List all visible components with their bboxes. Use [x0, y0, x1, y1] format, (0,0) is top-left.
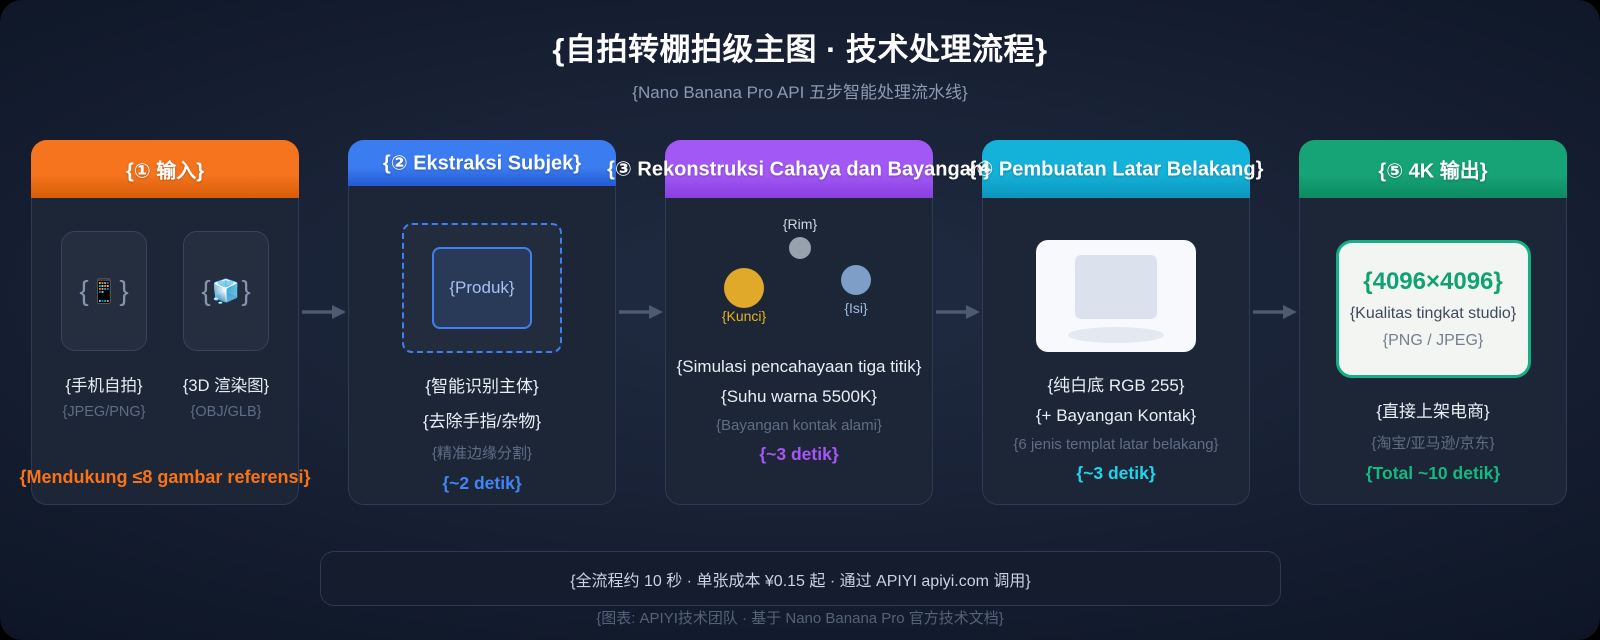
step-card-output: {⑤ 4K 输出} {4096×4096} {Kualitas tingkat …	[1299, 140, 1567, 505]
step-2-header-label: {② Ekstraksi Subjek}	[382, 152, 582, 175]
brace-open: {	[79, 275, 89, 306]
step-3-body: {Rim} {Kunci} {Isi} {Simulasi pencahayaa…	[666, 198, 932, 504]
key-light-label: {Kunci}	[721, 308, 767, 324]
phone-input-label: {手机自拍}	[65, 377, 143, 395]
input-type-phone: { 📱 } {手机自拍} {JPEG/PNG}	[54, 231, 154, 420]
output-formats: {PNG / JPEG}	[1382, 332, 1484, 349]
page-title: {自拍转棚拍级主图 · 技术处理流程}	[552, 32, 1048, 67]
brace-close: }	[241, 275, 251, 306]
page-subtitle: {Nano Banana Pro API 五步智能处理流水线}	[632, 83, 968, 102]
phone-input-formats: {JPEG/PNG}	[62, 404, 146, 420]
flow-arrow	[1250, 140, 1299, 505]
rim-light-circle	[789, 237, 811, 259]
detail-line-muted: {Bayangan kontak alami}	[716, 417, 882, 434]
detail-line-muted: {淘宝/亚马逊/京东}	[1371, 435, 1495, 452]
product-subject-label: {Produk}	[449, 278, 515, 297]
detail-line: {+ Bayangan Kontak}	[1035, 406, 1197, 425]
fill-light-label: {Isi}	[844, 300, 868, 316]
key-light-circle	[724, 268, 764, 308]
step-2-header: {② Ekstraksi Subjek}	[348, 140, 616, 186]
phone-icon: 📱	[89, 277, 119, 304]
reference-limit-note: {Mendukung ≤8 gambar referensi}	[19, 467, 311, 487]
step-5-header: {⑤ 4K 输出}	[1299, 140, 1567, 198]
render-input-formats: {OBJ/GLB}	[190, 404, 262, 420]
phone-input-box: { 📱 }	[61, 231, 147, 351]
detail-line: {直接上架电商}	[1376, 402, 1490, 421]
step-4-details: {纯白底 RGB 255} {+ Bayangan Kontak} {6 jen…	[982, 371, 1250, 494]
product-placeholder-rect	[1075, 255, 1157, 319]
step-card-extraction: {② Ekstraksi Subjek} {Produk} {智能识别主体} {…	[348, 140, 616, 505]
flow-arrow	[616, 140, 665, 505]
step-card-input: {① 输入} { 📱 } {手机自拍} {JPEG/PNG}	[20, 140, 310, 505]
step-2-body: {Produk} {智能识别主体} {去除手指/杂物} {精准边缘分割} {~2…	[349, 186, 615, 504]
step-1-header: {① 输入}	[31, 140, 299, 198]
credit-line: {图表: APIYI技术团队 · 基于 Nano Banana Pro 官方技术…	[596, 610, 1004, 627]
step-4-duration: {~3 detik}	[1076, 463, 1156, 483]
step-5-header-label: {⑤ 4K 输出}	[1378, 160, 1488, 183]
detail-line: {纯白底 RGB 255}	[1047, 376, 1185, 395]
step-4-header: {④ Pembuatan Latar Belakang}	[969, 140, 1263, 198]
flow-arrow-icon	[1252, 305, 1297, 319]
white-background-canvas	[1036, 240, 1196, 352]
detail-line-muted: {精准边缘分割}	[431, 445, 533, 462]
product-subject-box: {Produk}	[432, 247, 532, 329]
detail-line-muted: {6 jenis templat latar belakang}	[1013, 436, 1219, 453]
ice-cube-icon: 🧊	[211, 277, 241, 304]
step-3-details: {Simulasi pencahayaan tiga titik} {Suhu …	[665, 357, 933, 475]
step-3-header: {③ Rekonstruksi Cahaya dan Bayangan}	[607, 140, 991, 198]
flow-arrow	[299, 140, 348, 505]
detail-line: {Suhu warna 5500K}	[721, 387, 877, 406]
detail-line: {智能识别主体}	[425, 377, 539, 396]
step-5-body: {4096×4096} {Kualitas tingkat studio} {P…	[1300, 198, 1566, 504]
brace-close: }	[119, 275, 129, 306]
fill-light-circle	[841, 265, 871, 295]
output-quality: {Kualitas tingkat studio}	[1349, 305, 1517, 322]
step-3-header-label: {③ Rekonstruksi Cahaya dan Bayangan}	[607, 158, 991, 181]
detail-line: {去除手指/杂物}	[422, 412, 542, 431]
three-point-lighting-diagram: {Rim} {Kunci} {Isi}	[665, 198, 933, 353]
step-card-lighting: {③ Rekonstruksi Cahaya dan Bayangan} {Ri…	[607, 140, 991, 505]
summary-text: {全流程约 10 秒 · 单张成本 ¥0.15 起 · 通过 APIYI api…	[570, 572, 1031, 590]
render-input-box: { 🧊 }	[183, 231, 269, 351]
total-duration: {Total ~10 detik}	[1365, 463, 1501, 483]
step-3-duration: {~3 detik}	[759, 444, 839, 464]
pipeline-flow: {① 输入} { 📱 } {手机自拍} {JPEG/PNG}	[20, 140, 1567, 505]
flow-arrow-icon	[618, 305, 663, 319]
flow-arrow	[933, 140, 982, 505]
step-4-header-label: {④ Pembuatan Latar Belakang}	[968, 158, 1264, 181]
input-type-3d: { 🧊 } {3D 渲染图} {OBJ/GLB}	[176, 231, 276, 420]
brace-open: {	[201, 275, 211, 306]
step-1-body: { 📱 } {手机自拍} {JPEG/PNG} { 🧊 } {	[20, 198, 310, 504]
flow-arrow-icon	[301, 305, 346, 319]
summary-bar: {全流程约 10 秒 · 单张成本 ¥0.15 起 · 通过 APIYI api…	[320, 551, 1281, 606]
step-2-details: {智能识别主体} {去除手指/杂物} {精准边缘分割} {~2 detik}	[348, 372, 616, 504]
step-1-header-label: {① 输入}	[125, 160, 205, 183]
output-resolution: {4096×4096}	[1363, 268, 1503, 295]
detail-line: {Simulasi pencahayaan tiga titik}	[676, 357, 922, 376]
step-2-duration: {~2 detik}	[442, 473, 522, 493]
step-5-details: {直接上架电商} {淘宝/亚马逊/京东} {Total ~10 detik}	[1299, 397, 1567, 494]
output-spec-box: {4096×4096} {Kualitas tingkat studio} {P…	[1335, 240, 1531, 378]
flow-arrow-icon	[935, 305, 980, 319]
contact-shadow-ellipse	[1068, 327, 1164, 343]
rim-light-label: {Rim}	[782, 216, 818, 232]
step-4-body: {纯白底 RGB 255} {+ Bayangan Kontak} {6 jen…	[983, 198, 1249, 504]
input-types-row: { 📱 } {手机自拍} {JPEG/PNG} { 🧊 } {	[54, 231, 276, 420]
segmentation-dashed-box: {Produk}	[402, 223, 562, 353]
render-input-label: {3D 渲染图}	[182, 377, 270, 395]
step-card-background: {④ Pembuatan Latar Belakang} {纯白底 RGB 25…	[969, 140, 1263, 505]
